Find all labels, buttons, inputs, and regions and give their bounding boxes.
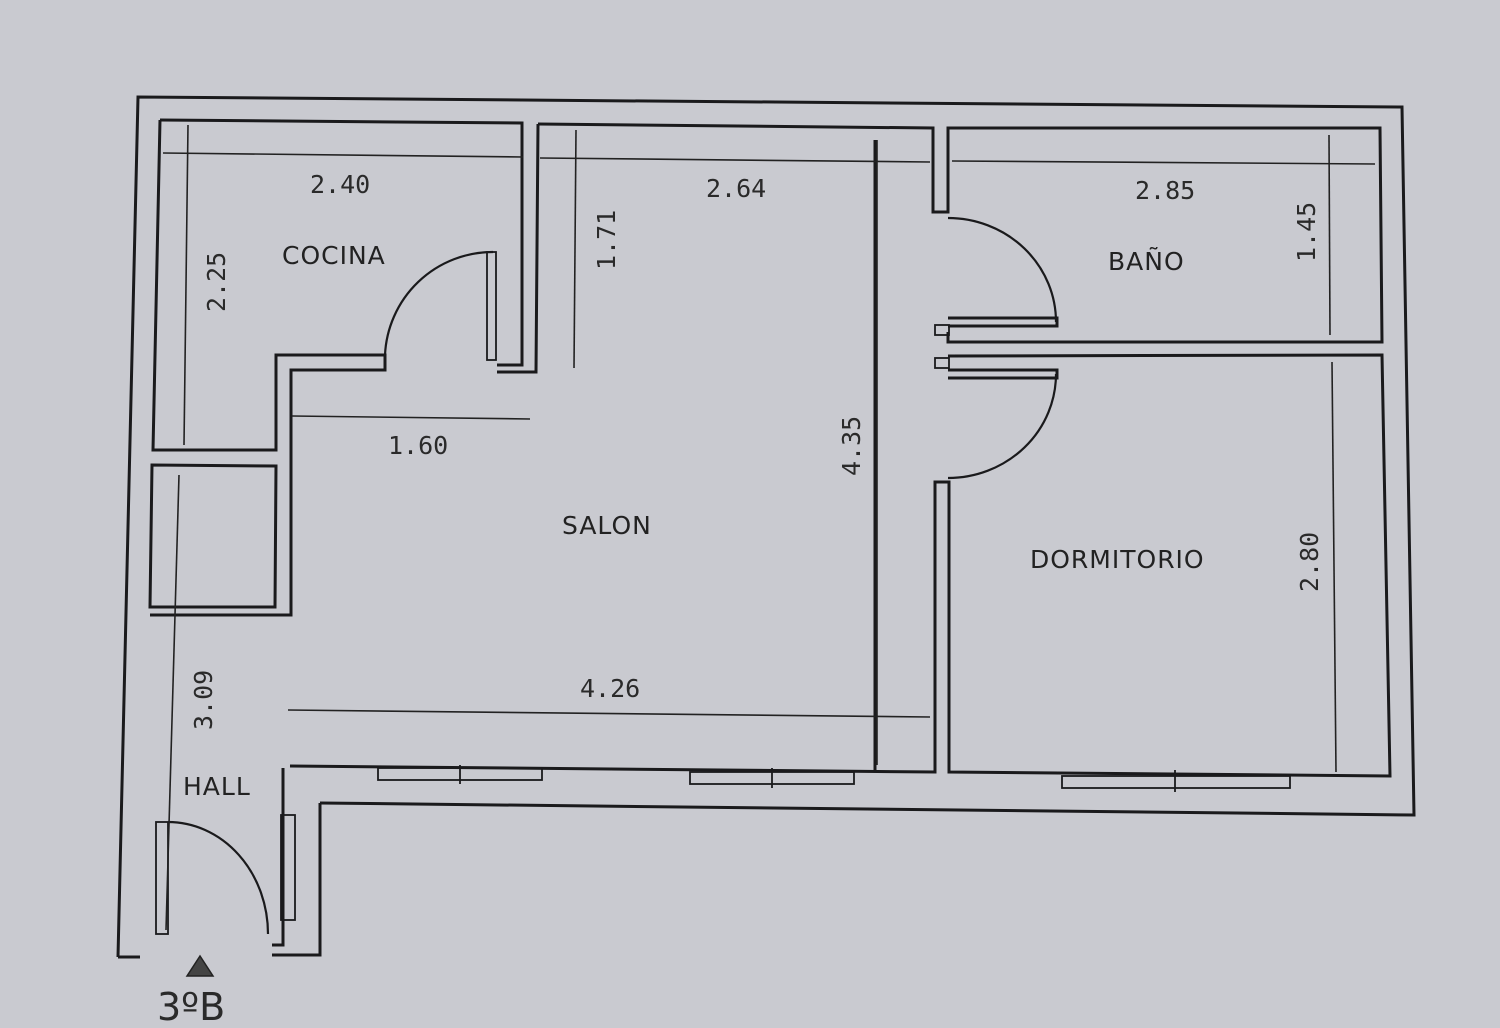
dim-salon-width-bottom: 4.26 [580,674,640,703]
dim-cocina-height: 2.25 [202,252,231,312]
room-label-bano: BAÑO [1108,246,1185,276]
dimension-lines [162,124,1376,931]
dim-salon-width-top: 2.64 [706,174,766,203]
room-label-salon: SALON [562,511,652,540]
entry-marker-icon [185,954,215,977]
windows [280,765,1291,921]
dim-hall-height: 3.09 [189,670,218,730]
room-label-cocina: COCINA [282,241,386,270]
bath-bedroom-walls [289,140,1392,778]
dim-bano-width: 2.85 [1135,176,1195,205]
room-label-dormitorio: DORMITORIO [1030,545,1205,574]
dim-salon-height: 4.35 [837,416,866,476]
dim-bano-height: 1.45 [1292,202,1321,262]
dim-salon-depth-left: 1.71 [592,210,621,270]
outer-walls [116,95,1416,959]
closet [148,463,278,609]
dim-dormitorio-height: 2.80 [1295,532,1324,592]
room-label-hall: HALL [183,772,251,801]
dim-cocina-width: 2.40 [310,170,370,199]
kitchen-walls [150,118,1384,617]
unit-label: 3ºB [157,985,225,1028]
dim-salon-passage: 1.60 [388,431,448,460]
